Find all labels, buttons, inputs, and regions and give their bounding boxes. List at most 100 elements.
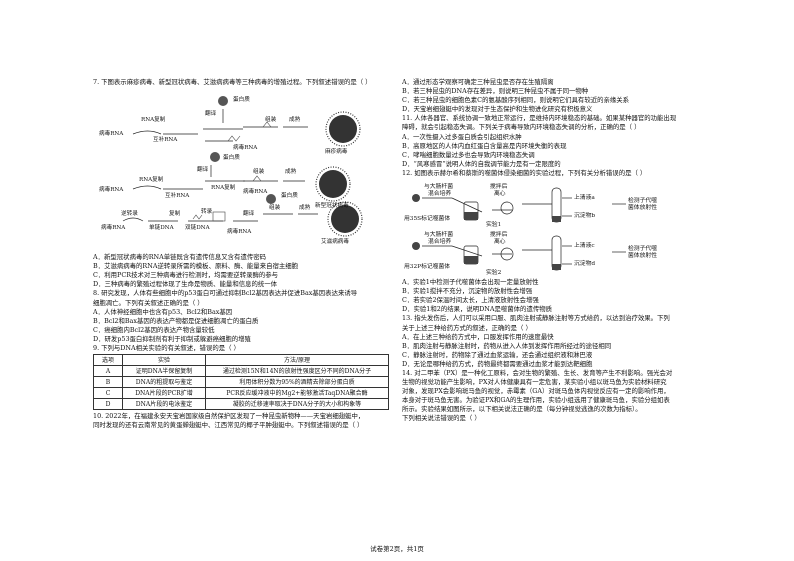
diagram3-label: 组装	[269, 205, 281, 212]
table-header: 实验	[122, 354, 206, 367]
diagram3-label: 成熟	[299, 205, 311, 212]
q13-option-d: D．无论是哪种给药方式，药物最终都需要通过血浆才能到达靶细胞	[402, 359, 593, 368]
table-cell: D	[93, 398, 123, 411]
q11-option-d: D．“风寒感冒”说明人体的自我调节能力是有一定限度的	[402, 159, 561, 168]
diagram2-label: RNA复制	[139, 177, 164, 184]
table-cell: C	[93, 387, 123, 400]
diagram3-label: 艾滋病病毒	[321, 239, 349, 246]
diagram3-label: 复制	[169, 211, 181, 218]
q14-stem: 14. 对二甲苯（PX）是一种化工原料，会对生物的繁殖、生长、发育等产生不利影响…	[402, 368, 673, 377]
table-cell: DNA片段的电泳鉴定	[122, 398, 206, 411]
diagram1-label: 组装	[265, 117, 277, 124]
diagram2-label: 病毒RNA	[243, 189, 268, 196]
q7-stem: 7. 下图表示麻疹病毒、新型冠状病毒、艾滋病病毒等三种病毒的增殖过程。下列叙述错…	[93, 78, 372, 86]
table-row: B DNA的粗提取与鉴定 利用体积分数为95%的酒精去除部分蛋白质	[93, 376, 389, 389]
diagram2-label: 成熟	[285, 169, 297, 176]
diagram1-label: 麻疹病毒	[325, 149, 348, 156]
table-cell: 利用体积分数为95%的酒精去除部分蛋白质	[205, 376, 389, 389]
exp2-label: 离心	[494, 239, 506, 246]
q12-option-d: D．实验1和2的结果，说明DNA是噬菌体的遗传物质	[402, 305, 553, 314]
q8-stem: 细胞凋亡。下列有关叙述正确的是（ ）	[93, 298, 204, 307]
table-cell: DNA的粗提取与鉴定	[122, 376, 206, 389]
exp1-label: 沉淀物b	[574, 213, 596, 220]
q12-option-a: A．实验1中检测子代噬菌体会出现一定量放射性	[402, 278, 539, 287]
diagram1-label: 病毒RNA	[99, 131, 124, 138]
diagram1-label: 蛋白质	[233, 97, 250, 104]
exp1-label: 离心	[494, 191, 506, 198]
q9-table: 选项 实验 方法/原理 A 证明DNA半保留复制 通过检测15N和14N的放射性…	[93, 354, 389, 411]
table-header-row: 选项 实验 方法/原理	[93, 354, 389, 367]
exp2-label: 检测子代噬	[628, 246, 657, 253]
exp1-label: 实验1	[486, 222, 502, 229]
q13-stem: 13. 指头发伤后，人们可以采用口服、肌肉注射或静脉注射等方式给药，以达到治疗效…	[402, 314, 670, 323]
q14-stem: 所示。实验结果如图所示，以下相关说法正确的是（每分钟视觉逃逸的次数为指标）。	[402, 405, 642, 414]
virus-diagram: 翻译 蛋白质 RNA复制 组装 成熟 病毒RNA 互补RNA 病毒RNA 麻疹病…	[93, 89, 389, 249]
exp2-label: 混合培养	[428, 239, 452, 246]
exp2-label: 与大肠杆菌	[424, 232, 453, 239]
virus-diagram-arrows	[122, 96, 363, 237]
exp2-label: 搅拌后	[490, 232, 508, 239]
q10-option-a: A．通过形态学观察可确定三种昆虫是否存在生殖隔离	[402, 78, 554, 86]
exp2-label: 上清液c	[574, 243, 595, 250]
table-cell: PCR反应缓冲液中的Mg2+能够激活TaqDNA聚合酶	[205, 387, 389, 400]
table-header: 选项	[93, 354, 123, 367]
q11-option-a: A．一次性摄入过多蛋白质会引起组织水肿	[402, 132, 522, 141]
q8-option-c: C．癌细胞内Bcl2基因的表达产物含量较低	[93, 325, 215, 334]
page-footer: 试卷第2页，共1页	[370, 545, 424, 553]
table-cell: 通过检测15N和14N的放射性强度区分不同的DNA分子	[205, 365, 389, 378]
q12-option-c: C．若实验2保温时间太长，上清液放射性会增强	[402, 296, 539, 305]
q11-stem: 障碍，就会引起稳态失调。下列关于病毒导致内环境稳态失调的分析，正确的是（ ）	[402, 123, 641, 132]
q10-option-b: B．若三种昆虫的DNA存在差异，则说明三种昆虫不属于同一物种	[402, 87, 589, 96]
q10-option-c: C．若三种昆虫的细胞色素C的氨基酸序列相同，则说明它们具有较近的亲缘关系	[402, 96, 630, 105]
diagram2-label: 病毒RNA	[99, 187, 124, 194]
exp2-label: 实验2	[486, 270, 502, 277]
table-cell: 证明DNA半保留复制	[122, 365, 206, 378]
diagram3-label: 逆转录	[121, 211, 138, 218]
diagram2-label: 组装	[253, 169, 265, 176]
diagram2-label: 翻译	[197, 167, 209, 174]
exp2-label: 用32P标记噬菌体	[404, 264, 451, 271]
q13-option-b: B．肌肉注射与静脉注射时，药物从进入人体到发挥作用所经过的途径相同	[402, 341, 612, 350]
table-row: D DNA片段的电泳鉴定 凝胶的迁移速率取决于DNA分子的大小和构象等	[93, 398, 389, 411]
q13-option-c: C．静脉注射时，药物除了通过血浆运输，还会通过组织液和淋巴液	[402, 350, 593, 359]
q12-option-b: B．实验1搅拌不充分，沉淀物的放射性会增强	[402, 287, 533, 296]
q14-stem: 本身对于斑马鱼无害。为验证PX和GA的生理作用，实验小组选用了健康斑马鱼，实验分…	[402, 396, 670, 405]
exp1-label: 菌体放射性	[628, 205, 657, 212]
exp2-label: 菌体放射性	[628, 253, 657, 260]
q8-stem: 8. 研究发现，人体有些细胞中的p53蛋白可通过抑制Bcl2基因表达并促进Bax…	[93, 289, 358, 298]
exp1-label: 上清液a	[574, 195, 595, 202]
q7-option-a: A．新型冠状病毒的RNA单链既含有遗传信息又含有遗传密码	[93, 253, 267, 262]
q7-option-c: C．利用PCR技术对三种病毒进行检测时，均需要逆转录酶的参与	[93, 271, 279, 280]
q12-stem: 12. 如图表示赫尔希和蔡斯的噬菌体侵染细菌的实验过程，下列有关分析错误的是（ …	[402, 168, 647, 177]
table-cell: DNA片段的PCR扩增	[122, 387, 206, 400]
exp1-label: 搅拌后	[490, 184, 508, 191]
diagram3-label: 蛋白质	[281, 193, 298, 200]
exp1-label: 用35S标记噬菌体	[404, 216, 451, 223]
q9-stem: 9. 下列与DNA相关实验的有关叙述，错误的是（ ）	[93, 344, 240, 353]
diagram3-label: 双链DNA	[185, 225, 210, 232]
diagram2-label: 蛋白质	[223, 155, 240, 162]
diagram2-label: RNA复制	[211, 185, 236, 192]
q11-option-b: B．高原地区的人体内血红蛋白含量高是内环境失衡的表现	[402, 141, 567, 150]
exp1-label: 混合培养	[428, 191, 452, 198]
table-cell: B	[93, 376, 123, 389]
q14-stem: 生物的视觉功能产生影响，PX对人体健康具有一定危害，某实验小组以斑马鱼为实验材料…	[402, 378, 667, 387]
diagram2-label: 新型冠状病毒	[315, 203, 349, 210]
diagram3-label: 单链DNA	[149, 225, 174, 232]
q11-option-c: C．哮喘细胞数量过多也会导致内环境稳态失调	[402, 150, 535, 159]
q13-stem: 关于上述三种给药方式的叙述，正确的是（ ）	[402, 323, 532, 332]
right-column: A．通过形态学观察可确定三种昆虫是否存在生殖隔离 B．若三种昆虫的DNA存在差异…	[402, 78, 702, 424]
q8-option-a: A．人体神经细胞中也含有p53、Bcl2和Bax基因	[93, 307, 233, 316]
q13-option-a: A．在上述三种给药方式中，口服发挥作用的速度最快	[402, 332, 554, 341]
exp2-label: 沉淀物d	[574, 261, 596, 268]
diagram1-label: 翻译	[205, 111, 217, 118]
q10-stem: 10. 2022年，在福建永安天宝岩国家级自然保护区发现了一种昆虫新物种——天宝…	[93, 412, 365, 421]
exp1-label: 检测子代噬	[628, 198, 657, 205]
phage-experiment-drawing	[412, 187, 626, 271]
table-row: A 证明DNA半保留复制 通过检测15N和14N的放射性强度区分不同的DNA分子	[93, 365, 389, 378]
q8-option-d: D．研发p53蛋白抑制剂有利于抑制或躲避癌细胞的增殖	[93, 334, 251, 343]
left-column: 7. 下图表示麻疹病毒、新型冠状病毒、艾滋病病毒等三种病毒的增殖过程。下列叙述错…	[93, 78, 389, 430]
table-row: C DNA片段的PCR扩增 PCR反应缓冲液中的Mg2+能够激活TaqDNA聚合…	[93, 387, 389, 400]
q11-stem: 11. 人体各器官、系统协调一致地正常运行，是维持内环境稳态的基础。如果某种器官…	[402, 114, 677, 123]
